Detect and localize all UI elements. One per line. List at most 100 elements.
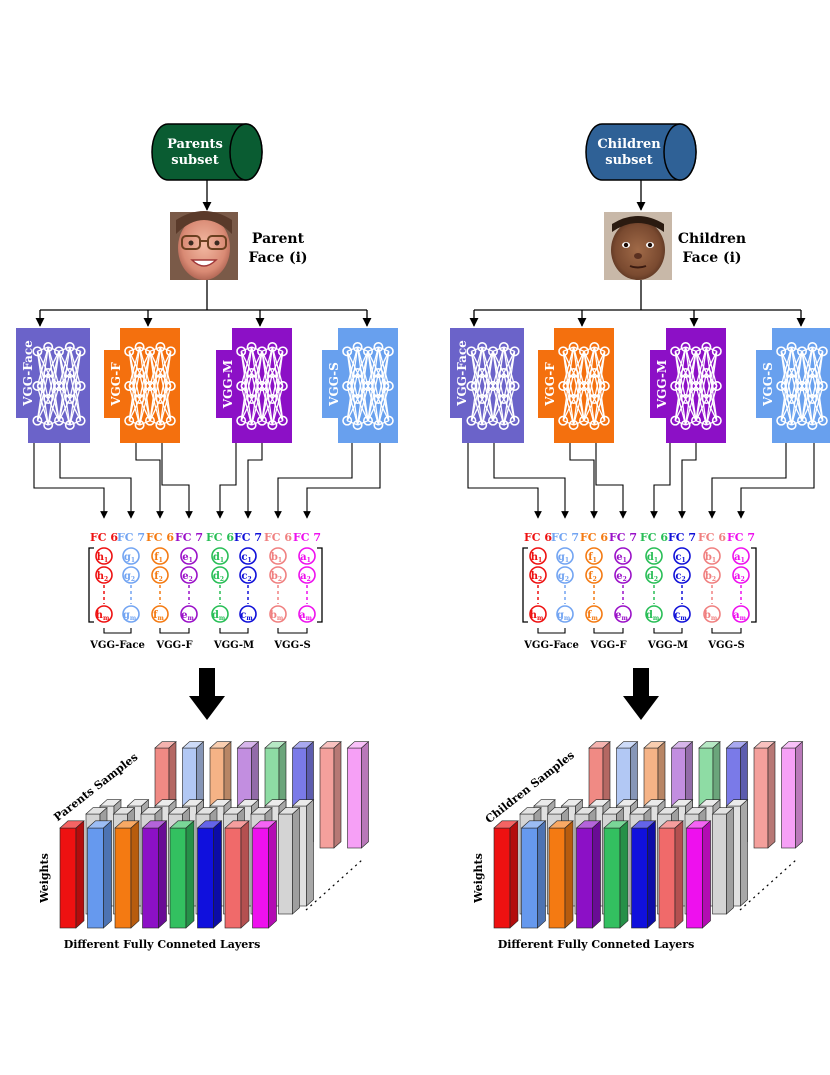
net-edge <box>685 372 697 387</box>
layers-label: Different Fully Conneted Layers <box>498 938 695 951</box>
net-edge <box>58 420 71 426</box>
vector-element <box>585 566 603 584</box>
net-node <box>124 415 135 426</box>
depth-dots <box>739 859 797 911</box>
net-edge <box>47 420 60 426</box>
net-node <box>670 346 681 357</box>
net-node <box>711 415 722 426</box>
vector-element-label: d1 <box>213 552 224 564</box>
block-side <box>240 820 250 929</box>
net-edge <box>377 372 390 421</box>
net-node <box>352 419 363 430</box>
vector-element <box>703 605 721 623</box>
net-edge <box>377 346 390 387</box>
net-edge <box>593 372 606 421</box>
net-edge <box>492 385 505 426</box>
vector-element-label: d2 <box>213 571 224 583</box>
net-edge <box>594 420 606 426</box>
vector-element <box>95 605 113 623</box>
net-edge <box>346 385 359 426</box>
net-edge <box>261 385 273 400</box>
net-node <box>807 419 818 430</box>
net-node <box>690 346 701 357</box>
vector-element <box>673 566 691 584</box>
net-edge <box>36 385 49 400</box>
net-edge <box>36 346 49 421</box>
net-node <box>256 415 267 426</box>
net-edge <box>492 420 505 426</box>
net-edge <box>674 346 687 421</box>
net-edge <box>367 385 379 400</box>
vector-element-label: a2 <box>734 571 745 583</box>
vector-element <box>122 566 140 584</box>
net-edge <box>377 351 390 426</box>
vector-element-label: h1 <box>531 552 542 564</box>
net-node <box>701 393 712 404</box>
vector-element-label: g1 <box>558 552 569 564</box>
net-node <box>267 393 278 404</box>
net-node <box>599 380 610 391</box>
net-edge <box>695 346 708 421</box>
network-label: VGG-S <box>761 362 775 407</box>
vector-element <box>673 605 691 623</box>
net-edge <box>562 420 574 426</box>
net-edge <box>138 385 151 426</box>
block-side <box>740 799 748 907</box>
net-edge <box>503 351 516 426</box>
net-node <box>246 367 257 378</box>
net-edge <box>471 420 483 426</box>
net-node <box>786 341 797 352</box>
net-node <box>352 367 363 378</box>
net-edge <box>470 346 483 421</box>
net-edge <box>481 420 494 426</box>
net-node <box>589 367 600 378</box>
face-label: Children <box>678 231 746 247</box>
vector-element-label: h1 <box>97 552 108 564</box>
net-edge <box>791 372 803 387</box>
face-label: Parent <box>252 231 305 247</box>
eye <box>623 242 629 248</box>
block-face <box>548 827 566 929</box>
net-edge <box>272 346 284 352</box>
vector-element <box>556 566 574 584</box>
eye <box>214 240 220 246</box>
net-edge <box>47 346 60 352</box>
net-edge <box>470 385 483 400</box>
vector-element-label: e2 <box>616 571 627 583</box>
net-node <box>680 419 691 430</box>
net-edge <box>492 346 505 421</box>
net-edge <box>583 385 595 400</box>
fc-header: FC 6 <box>640 531 668 544</box>
net-node <box>43 341 54 352</box>
block-face <box>347 747 362 849</box>
net-node <box>680 367 691 378</box>
net-node <box>477 341 488 352</box>
fc-connector <box>569 443 598 519</box>
vector-element-label: e1 <box>182 552 193 564</box>
net-node <box>589 341 600 352</box>
matrix-bracket-right <box>317 547 323 623</box>
net-edge <box>562 372 575 421</box>
net-edge <box>346 346 358 352</box>
fc-connector <box>493 443 569 519</box>
down-arrow-shaft <box>199 668 215 696</box>
net-node <box>134 341 145 352</box>
block-face <box>631 827 648 929</box>
net-node <box>277 415 288 426</box>
vector-element <box>614 566 632 584</box>
vector-element <box>269 566 287 584</box>
net-node <box>277 346 288 357</box>
group-label: VGG-M <box>213 640 254 651</box>
hair <box>176 211 232 234</box>
net-edge <box>695 420 707 426</box>
block-face <box>252 827 269 929</box>
net-node <box>277 380 288 391</box>
net-edge <box>367 372 380 421</box>
net-edge <box>481 346 494 352</box>
net-node <box>589 393 600 404</box>
net-edge <box>58 385 71 400</box>
net-edge <box>481 385 494 426</box>
block-side <box>130 820 140 929</box>
net-edge <box>706 420 718 426</box>
net-edge <box>583 346 595 352</box>
